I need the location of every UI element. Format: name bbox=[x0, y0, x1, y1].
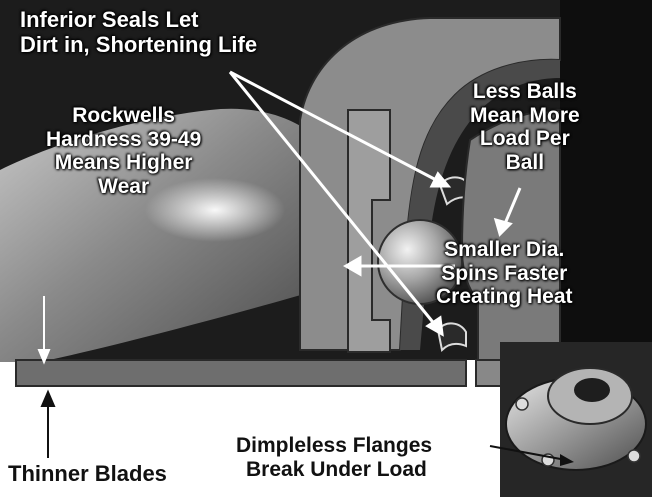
diameter-callout: Smaller Dia. Spins Faster Creating Heat bbox=[436, 238, 573, 309]
thinner-blades-callout: Thinner Blades bbox=[8, 462, 167, 487]
seals-callout: Inferior Seals Let Dirt in, Shortening L… bbox=[20, 8, 257, 57]
balls-callout-line-3: Load Per bbox=[470, 127, 580, 151]
balls-callout-line-1: Less Balls bbox=[470, 80, 580, 104]
hardness-callout-line-2: Hardness 39-49 bbox=[46, 128, 201, 152]
balls-callout: Less Balls Mean More Load Per Ball bbox=[470, 80, 580, 174]
flanges-callout: Dimpleless Flanges Break Under Load bbox=[236, 434, 432, 481]
balls-callout-line-4: Ball bbox=[470, 151, 580, 175]
base-plate bbox=[16, 360, 466, 386]
flange-bolt-2 bbox=[628, 450, 640, 462]
flanges-callout-line-1: Dimpleless Flanges bbox=[236, 434, 432, 458]
diameter-callout-line-3: Creating Heat bbox=[436, 285, 573, 309]
thinner-blades-arrow bbox=[42, 392, 54, 458]
hardness-callout-line-3: Means Higher bbox=[46, 151, 201, 175]
balls-callout-line-2: Mean More bbox=[470, 104, 580, 128]
photo-background-right bbox=[560, 0, 652, 360]
seals-callout-line-2: Dirt in, Shortening Life bbox=[20, 33, 257, 58]
diameter-callout-line-2: Spins Faster bbox=[436, 262, 573, 286]
flange-bolt-1 bbox=[516, 398, 528, 410]
diameter-callout-line-1: Smaller Dia. bbox=[436, 238, 573, 262]
seals-callout-line-1: Inferior Seals Let bbox=[20, 8, 257, 33]
hardness-callout-line-1: Rockwells bbox=[46, 104, 201, 128]
flange-hub-bore bbox=[574, 378, 610, 402]
hardness-callout: Rockwells Hardness 39-49 Means Higher We… bbox=[46, 104, 201, 198]
hardness-callout-line-4: Wear bbox=[46, 175, 201, 199]
flanges-callout-line-2: Break Under Load bbox=[236, 458, 432, 482]
